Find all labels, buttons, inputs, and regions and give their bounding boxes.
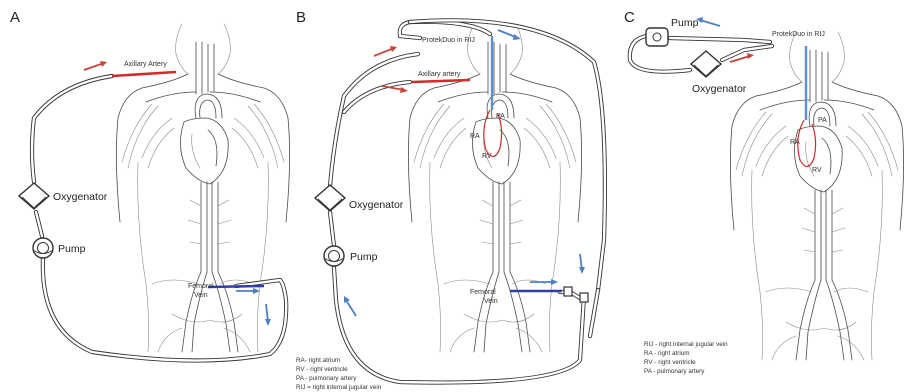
panel-a-arterial-cannula bbox=[112, 72, 176, 76]
panel-a-flow-arrow-femoral bbox=[236, 288, 260, 294]
panel-b-legend-line: PA - pulmonary artery bbox=[296, 375, 357, 382]
panel-b-legend-line: RA- right atrium bbox=[296, 357, 340, 364]
panel-a-pump-label: Pump bbox=[58, 243, 86, 255]
panel-c-legend: RIJ - right internal jugular vein RA - r… bbox=[644, 341, 728, 375]
panel-c-legend-line: RA - right atrium bbox=[644, 350, 690, 357]
panel-b-pump-label: Pump bbox=[350, 251, 378, 263]
panel-c-protek-label: ProtekDuo in RIJ bbox=[772, 31, 825, 38]
panel-a-vein-label: Vein bbox=[194, 292, 208, 299]
panel-c-legend-line: RV - right ventricle bbox=[644, 359, 696, 366]
panel-c-legend-line: RIJ - right internal jugular vein bbox=[644, 341, 728, 348]
panel-b-vein-label: Vein bbox=[484, 298, 498, 305]
panel-b-connector-2 bbox=[580, 293, 588, 302]
panel-b-flow-arrow-top-left bbox=[374, 46, 397, 56]
panel-a: A Axillary Artery Femoral Vein bbox=[10, 9, 290, 361]
panel-c: C Pump ProtekDuo in RIJ Oxygenator bbox=[624, 9, 904, 375]
panel-a-letter: A bbox=[10, 9, 20, 26]
panel-b-oxygenator bbox=[315, 185, 345, 211]
panel-c-anatomy bbox=[730, 32, 903, 360]
panel-c-pump-label: Pump bbox=[671, 17, 699, 29]
panel-b: B bbox=[296, 9, 605, 391]
panel-c-oxygenator bbox=[691, 51, 721, 77]
panel-b-oxygenator-label: Oxygenator bbox=[349, 199, 404, 211]
panel-c-rv-label: RV bbox=[812, 167, 822, 174]
panel-a-pump bbox=[33, 238, 53, 258]
panel-c-ra-label: RA bbox=[790, 139, 800, 146]
panel-b-connector-1 bbox=[564, 287, 572, 296]
panel-a-flow-arrow-down bbox=[265, 304, 271, 326]
panel-b-flow-arrow-top-right bbox=[498, 30, 521, 40]
panel-b-letter: B bbox=[296, 9, 306, 26]
panel-b-pump bbox=[324, 246, 344, 266]
panel-a-femoral-label: Femoral bbox=[188, 283, 214, 290]
panel-b-rv-label: RV bbox=[482, 153, 492, 160]
panel-a-flow-arrow-arterial bbox=[84, 61, 107, 70]
panel-b-flow-arrow-right-down bbox=[579, 254, 585, 274]
panel-c-oxygenator-label: Oxygenator bbox=[692, 83, 747, 95]
panel-c-flow-arrow-top bbox=[696, 17, 720, 26]
panel-c-pa-label: PA bbox=[818, 117, 827, 124]
panel-b-arterial-cannula bbox=[412, 80, 470, 82]
panel-c-letter: C bbox=[624, 9, 635, 26]
panel-b-protek-label: ProtekDuo in RIJ bbox=[422, 37, 475, 44]
panel-c-legend-line: PA - pulmonary artery bbox=[644, 368, 705, 375]
panel-b-femoral-label: Femoral bbox=[470, 289, 496, 296]
panel-b-flow-arrow-femoral bbox=[530, 279, 558, 285]
panel-b-legend-line: RV - right ventricle bbox=[296, 366, 348, 373]
panel-a-oxygenator bbox=[19, 183, 49, 209]
panel-a-venous-cannula bbox=[208, 286, 264, 287]
panel-b-flow-arrow-return bbox=[344, 296, 356, 316]
panel-b-axillary-label: Axillary artery bbox=[418, 71, 461, 78]
panel-b-ra-label: RA bbox=[470, 133, 480, 140]
panel-a-axillary-label: Axillary Artery bbox=[124, 61, 167, 68]
panel-b-legend-line: RIJ = right internal jugular vein bbox=[296, 384, 382, 391]
panel-c-pump bbox=[646, 28, 668, 46]
panel-a-oxygenator-label: Oxygenator bbox=[53, 191, 108, 203]
panel-b-legend: RA- right atrium RV - right ventricle PA… bbox=[296, 357, 382, 391]
panel-b-flow-arrow-axillary bbox=[382, 86, 408, 93]
panel-b-pa-label: PA bbox=[496, 113, 505, 120]
